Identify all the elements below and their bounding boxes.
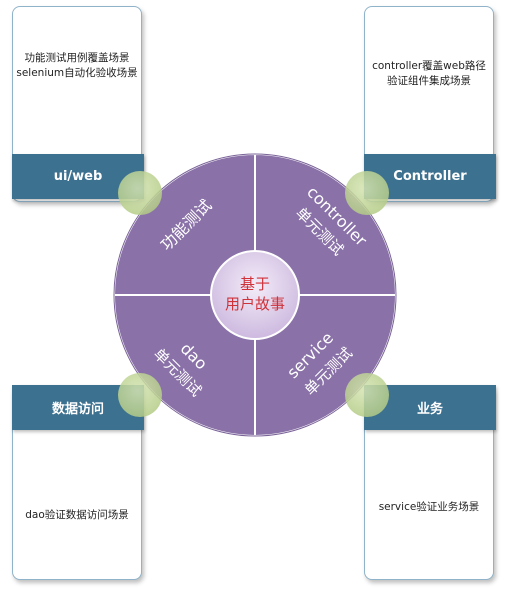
card-top-left-line-1: 功能测试用例覆盖场景 — [24, 52, 130, 64]
label-controller: Controller — [364, 154, 496, 199]
connector-bottom-left — [118, 373, 162, 417]
center-line-1: 基于 — [240, 275, 270, 293]
card-bottom-right-line-1: service验证业务场景 — [378, 501, 480, 513]
connector-top-left — [118, 171, 162, 215]
card-top-right-line-2: 验证组件集成场景 — [387, 75, 471, 87]
connector-top-right — [345, 171, 389, 215]
center-line-2: 用户故事 — [225, 295, 285, 313]
center-circle — [210, 250, 300, 340]
card-top-left-line-2: selenium自动化验收场景 — [16, 67, 138, 79]
card-bottom-left-line-1: dao验证数据访问场景 — [25, 509, 129, 521]
connector-bottom-right — [345, 373, 389, 417]
label-business: 业务 — [364, 385, 496, 430]
card-top-right-line-1: controller覆盖web路径 — [372, 60, 486, 72]
